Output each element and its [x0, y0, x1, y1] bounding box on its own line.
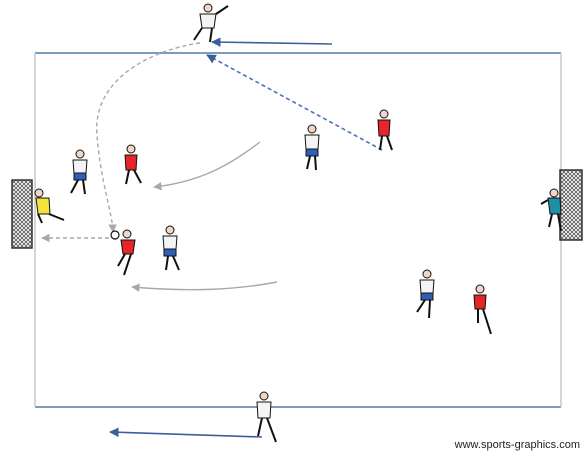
goalkeeper-right-icon [540, 188, 562, 232]
goal-right-icon [559, 169, 583, 241]
player-top-wide-icon [193, 3, 229, 43]
pass-path-diagonal [206, 54, 383, 151]
player-white-upper-left-icon [70, 149, 88, 195]
run-arrow-bottom [109, 427, 263, 438]
player-red-top-right-icon [377, 109, 393, 151]
run-arrow-top [211, 37, 333, 47]
player-white-right-icon [416, 269, 435, 319]
player-red-upper-left-icon [124, 144, 142, 185]
ball-icon [110, 230, 120, 240]
goal-left-icon [11, 179, 33, 249]
player-bottom-wide-icon [256, 391, 277, 443]
pass-path-cross [96, 42, 201, 233]
credit-text: www.sports-graphics.com [454, 439, 580, 451]
run-path-upper [153, 141, 261, 191]
run-path-lower [131, 281, 278, 292]
goalkeeper-left-icon [34, 188, 65, 224]
player-white-lower-left-icon [162, 225, 180, 271]
player-white-center-icon [304, 124, 320, 171]
player-red-right-icon [473, 284, 492, 335]
player-red-with-ball-icon [117, 229, 136, 276]
